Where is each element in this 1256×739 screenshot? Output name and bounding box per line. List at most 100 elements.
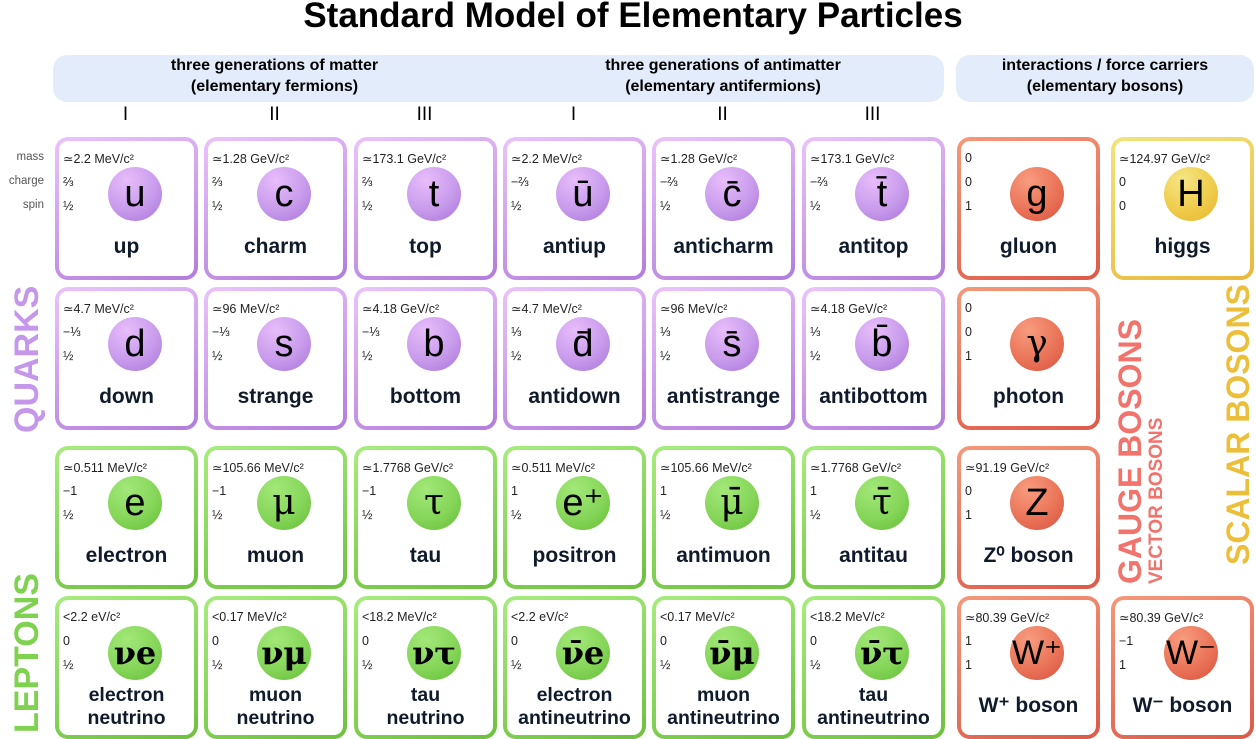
mass-value: ≃1.28 GeV/c²: [212, 152, 290, 166]
particle-name: Z⁰ boson: [983, 544, 1074, 567]
particle-symbol: ν̄e: [561, 634, 605, 672]
mass-value: 0: [965, 301, 972, 315]
particle-name: antimuon: [676, 544, 771, 567]
antimatter-header-line1: three generations of antimatter: [605, 57, 841, 74]
particle-name: up: [113, 235, 140, 258]
spin-value: ½: [362, 658, 373, 672]
page-title: Standard Model of Elementary Particles: [303, 0, 963, 35]
particle-name: antiup: [543, 235, 606, 258]
mass-value: ≃2.2 MeV/c²: [63, 152, 134, 166]
charge-value: 1: [810, 484, 817, 498]
spin-label: spin: [22, 199, 44, 211]
particle-symbol-circle: c: [257, 167, 311, 221]
spin-value: ½: [63, 349, 74, 363]
particle-symbol-circle: c̄: [705, 167, 759, 221]
bosons-header-text: interactions / force carriers (elementar…: [956, 55, 1254, 97]
particle-symbol: d̄: [572, 323, 594, 365]
spin-value: ½: [212, 199, 223, 213]
particle-name-line2: neutrino: [386, 707, 465, 729]
particle-name: anticharm: [673, 235, 774, 258]
mass-value: ≃1.28 GeV/c²: [660, 152, 738, 166]
particle-symbol: u: [124, 173, 146, 215]
particle-symbol-circle: W⁻: [1164, 626, 1218, 680]
charge-value: 1: [660, 484, 667, 498]
particle-symbol: γ: [1026, 323, 1048, 364]
charge-value: ⅓: [810, 325, 821, 339]
charge-value: ⅔: [63, 175, 74, 189]
particle-symbol: e: [124, 482, 146, 524]
particle-name: muon: [246, 544, 305, 567]
mass-value: ≃2.2 MeV/c²: [511, 152, 582, 166]
mass-value: ≃4.18 GeV/c²: [362, 302, 440, 316]
mass-value: ≃173.1 GeV/c²: [362, 152, 447, 166]
mass-value: ≃173.1 GeV/c²: [810, 152, 895, 166]
particle-symbol-circle: g: [1010, 167, 1064, 221]
particle-symbol-circle: u: [108, 167, 162, 221]
leptons-label: LEPTONS: [8, 573, 46, 733]
mass-value: ≃91.19 GeV/c²: [965, 461, 1050, 475]
particle-symbol: ν̄τ: [860, 634, 904, 672]
particle-name-line1: tau: [410, 684, 441, 706]
particle-symbol: b̄: [871, 323, 893, 365]
particle-name: gluon: [999, 235, 1058, 258]
particle-symbol-circle: τ: [407, 476, 461, 530]
particle-name: positron: [532, 544, 617, 567]
particle-symbol: t̄: [876, 173, 888, 215]
bosons-header-line1: interactions / force carriers: [1001, 57, 1209, 74]
spin-value: 1: [965, 658, 972, 672]
matter-header-line1: three generations of matter: [170, 57, 379, 74]
particle-symbol-circle: τ̄: [855, 476, 909, 530]
spin-value: ½: [511, 199, 522, 213]
particle-symbol-circle: ν̄μ: [705, 626, 759, 680]
particle-symbol-circle: ντ: [407, 626, 461, 680]
charge-value: ⅓: [660, 325, 671, 339]
spin-value: ½: [660, 199, 671, 213]
vector-bosons-label: VECTOR BOSONS: [1146, 417, 1167, 584]
spin-value: ½: [511, 349, 522, 363]
particle-name-line2: antineutrino: [518, 707, 631, 729]
quarks-label: QUARKS: [8, 285, 46, 433]
charge-value: 0: [63, 634, 70, 648]
particle-symbol-circle: νμ: [257, 626, 311, 680]
particle-symbol-circle: μ: [257, 476, 311, 530]
particle-name-line1: electron: [536, 684, 613, 706]
particle-symbol: g: [1026, 173, 1048, 215]
mass-label: mass: [16, 151, 44, 163]
charge-value: ⅓: [511, 325, 522, 339]
particle-symbol: W⁻: [1165, 634, 1217, 672]
particle-symbol-circle: d̄: [556, 317, 610, 371]
generation-label: II: [269, 104, 280, 125]
charge-value: −⅔: [660, 175, 678, 189]
particle-name: photon: [992, 385, 1065, 408]
charge-value: −⅓: [63, 325, 81, 339]
mass-value: <18.2 MeV/c²: [810, 610, 885, 624]
particle-name: bottom: [389, 385, 462, 408]
generation-label: III: [864, 104, 881, 125]
particle-symbol-circle: t̄: [855, 167, 909, 221]
charge-value: −1: [1119, 634, 1134, 648]
